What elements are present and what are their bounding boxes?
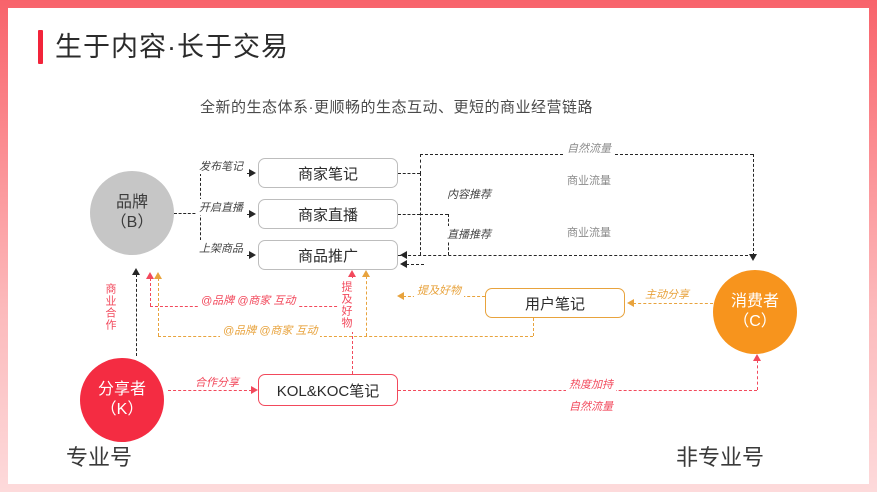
node-brand-line1: 品牌	[115, 194, 148, 212]
label-heat-boost: 热度加持	[566, 376, 616, 392]
edge-rail-to-consumer-v	[753, 154, 754, 256]
rail-business-traffic	[398, 255, 753, 256]
label-start-live: 开启直播	[196, 199, 246, 215]
page-title: 生于内容·长于交易	[38, 30, 289, 64]
arrowhead-brand-to-goods	[249, 251, 256, 259]
node-sharer[interactable]: 分享者 （K）	[80, 358, 164, 442]
arrowhead-into-goods-b	[400, 260, 407, 268]
edge-brand-trunk-h	[174, 213, 200, 214]
label-business-coop: 商业合作	[102, 280, 118, 334]
arrowhead-sharer-to-kol	[251, 386, 258, 394]
node-sharer-line2: （K）	[100, 401, 144, 418]
arrowhead-red-to-goods	[348, 270, 356, 277]
edge-sharer-to-kol	[168, 390, 252, 391]
label-active-share: 主动分享	[642, 286, 692, 302]
label-business-traffic-1: 商业流量	[564, 172, 614, 188]
label-mention-goods-v: 提及好物	[338, 278, 354, 332]
label-at-brand-merchant-orange: @品牌 @商家 互动	[220, 322, 321, 338]
node-consumer[interactable]: 消费者 （C）	[713, 270, 797, 354]
label-publish-note: 发布笔记	[196, 158, 246, 174]
arrowhead-into-goods-a	[400, 251, 407, 259]
edge-note-out	[398, 173, 420, 174]
label-at-brand-merchant-red: @品牌 @商家 互动	[198, 292, 299, 308]
arrowhead-red-to-brand	[146, 272, 154, 279]
node-brand[interactable]: 品牌 （B）	[90, 171, 174, 255]
box-goods-promo[interactable]: 商品推广	[258, 240, 398, 270]
label-coop-share: 合作分享	[192, 374, 242, 390]
box-kol-koc-note-label: KOL&KOC笔记	[276, 382, 380, 400]
box-merchant-live-label: 商家直播	[297, 206, 358, 224]
box-goods-promo-label: 商品推广	[297, 247, 358, 265]
box-merchant-note-label: 商家笔记	[297, 165, 358, 183]
edge-consumer-to-usernote	[633, 303, 713, 304]
title-label: 生于内容·长于交易	[55, 32, 289, 62]
edge-into-goods-b	[406, 264, 424, 265]
edge-note-up	[420, 154, 421, 174]
box-merchant-note[interactable]: 商家笔记	[258, 158, 398, 188]
arrowhead-rail-to-consumer	[749, 254, 757, 261]
arrowhead-usernote-left	[397, 292, 404, 300]
arrowhead-brand-to-note	[249, 169, 256, 177]
node-consumer-line1: 消费者	[730, 293, 779, 311]
slide-canvas: 生于内容·长于交易 全新的生态体系·更顺畅的生态互动、更短的商业经营链路 发布笔…	[8, 8, 869, 484]
edge-sharer-to-brand-v	[136, 274, 137, 356]
edge-orange-left-up	[158, 278, 159, 336]
label-content-recommend: 内容推荐	[444, 186, 494, 202]
arrowhead-brand-to-live	[249, 210, 256, 218]
label-list-goods: 上架商品	[196, 240, 246, 256]
node-brand-line2: （B）	[110, 214, 154, 231]
label-business-traffic-2: 商业流量	[564, 224, 614, 240]
arrowhead-red-to-consumer	[753, 354, 761, 361]
label-natural-traffic-bottom: 自然流量	[566, 398, 616, 414]
arrowhead-sharer-to-brand	[132, 268, 140, 275]
box-user-note[interactable]: 用户笔记	[485, 288, 625, 318]
edge-red-to-consumer-v	[757, 360, 758, 390]
arrowhead-orange-to-brand	[154, 272, 162, 279]
node-consumer-line2: （C）	[733, 313, 777, 330]
edge-usernote-down	[533, 318, 534, 336]
edge-orange-to-goods-v	[366, 276, 367, 336]
edge-red-left-up	[150, 278, 151, 306]
arrowhead-consumer-to-usernote	[627, 299, 634, 307]
box-merchant-live[interactable]: 商家直播	[258, 199, 398, 229]
label-live-recommend: 直播推荐	[444, 226, 494, 242]
arrowhead-orange-to-goods	[362, 270, 370, 277]
footer-right-label: 非专业号	[676, 445, 765, 470]
edge-kol-up-red	[352, 306, 353, 374]
edge-live-out	[398, 214, 420, 215]
box-user-note-label: 用户笔记	[524, 295, 585, 313]
rail-orange-bottom	[158, 336, 533, 337]
title-accent-bar	[38, 30, 43, 64]
edge-live-bridge	[420, 214, 448, 215]
node-sharer-line1: 分享者	[97, 381, 146, 399]
subtitle-label: 全新的生态体系·更顺畅的生态互动、更短的商业经营链路	[200, 99, 593, 116]
label-mention-goods-h: 提及好物	[414, 282, 464, 298]
label-natural-traffic-top: 自然流量	[564, 140, 614, 156]
footer-left-label: 专业号	[66, 445, 133, 470]
box-kol-koc-note[interactable]: KOL&KOC笔记	[258, 374, 398, 406]
